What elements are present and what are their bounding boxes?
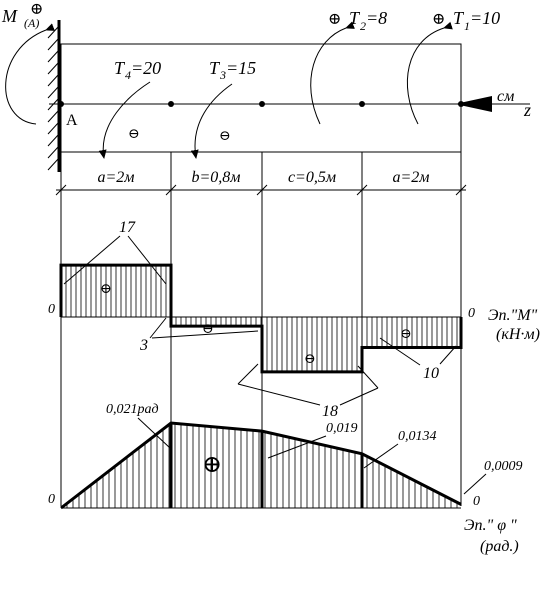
- moment-hatching: [65, 265, 458, 372]
- support-moment-sub: (A): [24, 16, 39, 30]
- moment-sign-1: ⊕: [100, 282, 112, 297]
- axis-name: z: [523, 100, 531, 120]
- angle-sign: ⊕: [202, 452, 222, 478]
- torque-t1-value: =10: [470, 8, 500, 28]
- moment-label-18: 18: [322, 403, 338, 420]
- angle-label-2-leader: [267, 435, 327, 459]
- moment-zero-right: 0: [468, 306, 475, 321]
- axis-unit: см: [497, 88, 514, 105]
- torque-t1-name: T: [453, 8, 465, 28]
- support-moment-arrow-icon: [5, 23, 55, 125]
- axis-arrow-icon: [455, 96, 492, 112]
- torque-t4-value: =20: [131, 58, 161, 78]
- moment-diagram-units: (кН·м): [496, 326, 540, 343]
- angle-label-4-leader: [463, 473, 487, 495]
- torque-t1-arrow-icon: [406, 21, 453, 125]
- torque-t3-value: =15: [226, 58, 256, 78]
- segment-length-1: a=2м: [97, 169, 134, 186]
- support-moment-label: M: [1, 6, 18, 26]
- wall-hatching: [47, 25, 60, 171]
- torque-t2-sub: 2: [360, 19, 366, 33]
- angle-label-2: 0,019: [326, 421, 358, 436]
- torque-t4-arrow-icon: [98, 81, 151, 159]
- torque-t4-name: T: [114, 58, 126, 78]
- torque-t1-sub: 1: [464, 19, 470, 33]
- moment-label-10-leaders: [379, 337, 457, 366]
- moment-diagram: 0 0 Эп."М" (кН·м) ⊕ ⊖ ⊖ ⊖ 17 3 18 10: [48, 219, 540, 420]
- torque-t2-sign: ⊕: [328, 11, 341, 28]
- torque-t2-arrow-icon: [310, 21, 355, 125]
- moment-sign-3: ⊖: [304, 352, 316, 367]
- support-label: A: [66, 112, 78, 129]
- moment-sign-4: ⊖: [400, 327, 412, 342]
- torque-t1-sign: ⊕: [432, 11, 445, 28]
- moment-label-10: 10: [423, 365, 439, 382]
- moment-diagram-title: Эп."М": [488, 307, 538, 324]
- angle-zero: 0: [48, 492, 55, 507]
- segment-length-4: a=2м: [392, 169, 429, 186]
- moment-label-18-leaders: [237, 363, 379, 406]
- moment-label-17: 17: [119, 219, 136, 236]
- moment-step-outline: [59, 263, 463, 374]
- segment-length-2: b=0,8м: [191, 169, 240, 186]
- torque-t3-name: T: [209, 58, 221, 78]
- moment-bars: [59, 263, 463, 374]
- segment-length-3: c=0,5м: [288, 169, 336, 186]
- angle-diagram-title: Эп." φ ": [464, 517, 517, 534]
- torque-t4-sub: 4: [125, 68, 131, 82]
- angle-label-3: 0,0134: [398, 429, 437, 444]
- angle-diagram: 0 0 Эп." φ " (рад.) ⊕ 0,021рад 0,019 0,0…: [48, 402, 523, 555]
- angle-label-3-leader: [363, 443, 399, 469]
- shaft-body: [60, 43, 462, 153]
- segment-sign-2: ⊖: [219, 129, 231, 144]
- torque-t2-value: =8: [366, 8, 387, 28]
- moment-label-3: 3: [139, 337, 148, 354]
- angle-label-4: 0,0009: [484, 459, 523, 474]
- angle-label-1-leader: [137, 417, 171, 449]
- segment-sign-1: ⊖: [128, 127, 140, 142]
- moment-zero: 0: [48, 302, 55, 317]
- angle-lines: [60, 421, 462, 510]
- torque-t3-sub: 3: [219, 68, 226, 82]
- torque-t3-arrow-icon: [190, 83, 233, 159]
- angle-diagram-units: (рад.): [480, 538, 519, 555]
- support-moment-sign: ⊕: [30, 1, 43, 18]
- shaft: см z M (A) ⊕ A T 4 =20 T 3 =15 ⊕ T 2 =8 …: [1, 1, 531, 172]
- moment-label-3-leaders: [149, 317, 259, 339]
- moment-label-17-leaders: [63, 235, 167, 285]
- angle-zero-right: 0: [473, 494, 480, 509]
- moment-sign-2: ⊖: [202, 322, 214, 337]
- angle-label-1: 0,021рад: [106, 402, 159, 417]
